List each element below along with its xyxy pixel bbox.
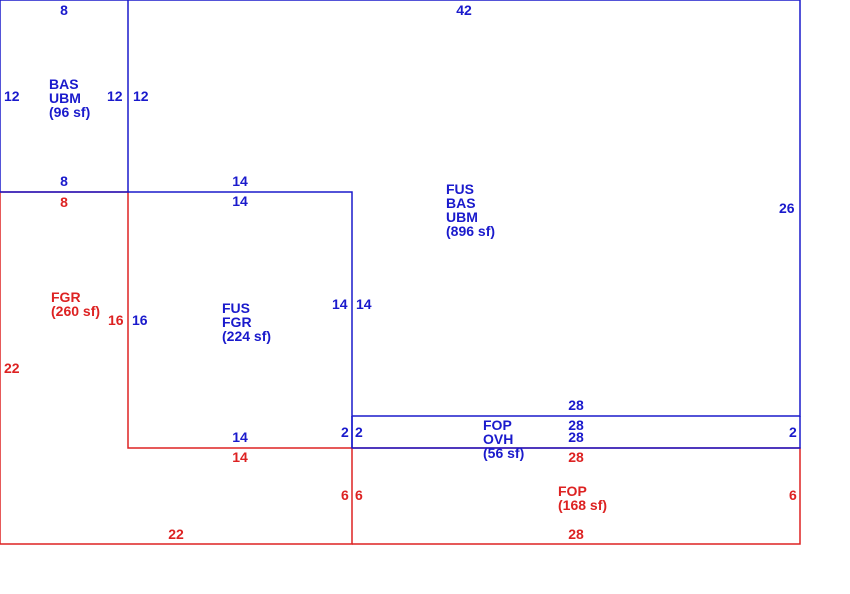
dim-fgr-inner-bottom: 14 — [232, 449, 248, 465]
bas-ubm-line-1: BAS — [49, 76, 79, 92]
fop-ovh-line-1: FOP — [483, 417, 512, 433]
fus-bas-ubm-outline — [128, 0, 801, 417]
fus-fgr-line-1: FUS — [222, 300, 250, 316]
dim-fop-top: 28 — [568, 449, 584, 465]
fgr-line-2: (260 sf) — [51, 303, 100, 319]
fop-ovh-outline — [351, 416, 801, 449]
fus-bas-ubm-line-1: FUS — [446, 181, 474, 197]
fop-area-label: FOP (168 sf) — [558, 483, 607, 513]
dim-fgr-top: 8 — [60, 194, 68, 210]
fop-ovh-line-3: (56 sf) — [483, 445, 524, 461]
fop-ovh-line-2: OVH — [483, 431, 513, 447]
dim-bas-ubm-bottom: 8 — [60, 173, 68, 189]
dim-fus-bas-ubm-right: 26 — [779, 200, 795, 216]
dim-fgr-bottom: 22 — [168, 526, 184, 542]
dim-fus-fgr-bottom: 14 — [232, 429, 248, 445]
dim-bas-ubm-top: 8 — [60, 2, 68, 18]
fus-bas-ubm-area-label: FUS BAS UBM (896 sf) — [446, 181, 495, 239]
fgr-line-1: FGR — [51, 289, 81, 305]
dim-fus-bas-ubm-left: 12 — [133, 88, 149, 104]
dim-fop-left: 6 — [355, 487, 363, 503]
fgr-area-label: FGR (260 sf) — [51, 289, 100, 319]
dim-fop-ovh-right: 2 — [789, 424, 797, 440]
bas-ubm-line-3: (96 sf) — [49, 104, 90, 120]
bas-ubm-outline — [0, 0, 129, 193]
dim-fop-ovh-top: 28 — [568, 417, 584, 433]
dim-fgr-inner-right: 6 — [341, 487, 349, 503]
fus-fgr-area-label: FUS FGR (224 sf) — [222, 300, 271, 344]
dim-fgr-right: 16 — [108, 312, 124, 328]
dim-fgr-left: 22 — [4, 360, 20, 376]
dim-fus-bas-ubm-step: 2 — [355, 424, 363, 440]
dim-fus-bas-ubm-inner-top: 14 — [232, 173, 248, 189]
dim-fus-fgr-left: 16 — [132, 312, 148, 328]
dim-fop-bottom: 28 — [568, 526, 584, 542]
fus-bas-ubm-line-4: (896 sf) — [446, 223, 495, 239]
dim-fus-bas-ubm-bottom: 28 — [568, 397, 584, 413]
fus-fgr-line-2: FGR — [222, 314, 252, 330]
fop-ovh-area-label: FOP OVH (56 sf) — [483, 417, 524, 461]
dim-fop-right: 6 — [789, 487, 797, 503]
bas-ubm-line-2: UBM — [49, 90, 81, 106]
dim-fus-bas-ubm-inner-right: 14 — [356, 296, 372, 312]
dim-fop-ovh-bottom: 28 — [568, 429, 584, 445]
dim-fus-fgr-step: 2 — [341, 424, 349, 440]
fus-fgr-line-3: (224 sf) — [222, 328, 271, 344]
fop-line-2: (168 sf) — [558, 497, 607, 513]
fop-line-1: FOP — [558, 483, 587, 499]
dim-bas-ubm-left: 12 — [4, 88, 20, 104]
fus-bas-ubm-line-2: BAS — [446, 195, 476, 211]
dim-fus-fgr-top: 14 — [232, 193, 248, 209]
fus-bas-ubm-line-3: UBM — [446, 209, 478, 225]
dim-fus-fgr-right: 14 — [332, 296, 348, 312]
fgr-outline — [0, 191, 353, 545]
bas-ubm-area-label: BAS UBM (96 sf) — [49, 76, 90, 120]
dim-bas-ubm-right: 12 — [107, 88, 123, 104]
dim-fus-bas-ubm-top: 42 — [456, 2, 472, 18]
